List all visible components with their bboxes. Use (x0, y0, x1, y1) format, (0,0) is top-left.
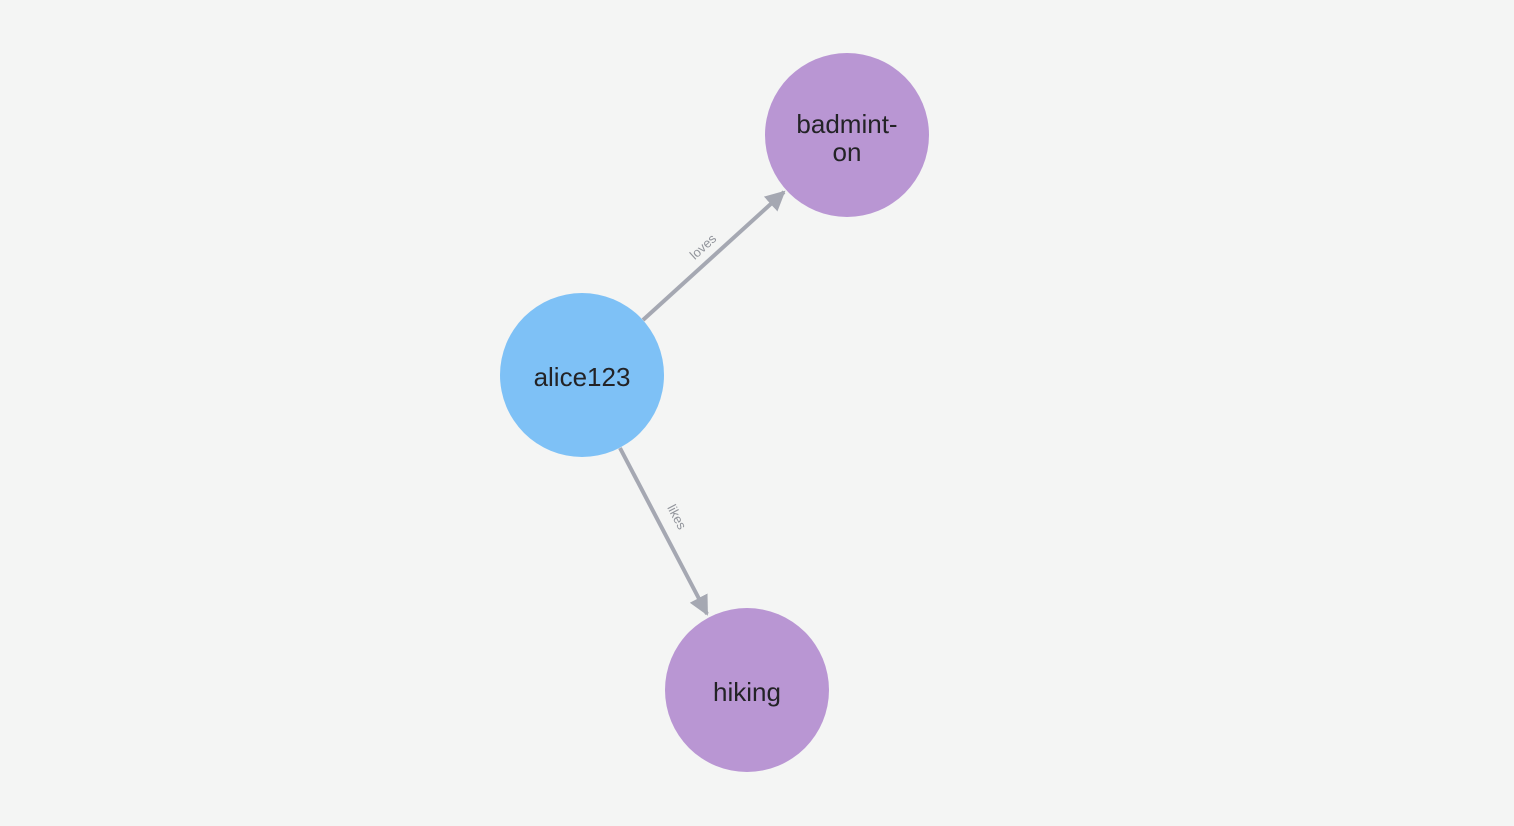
node-hiking[interactable]: hiking (665, 608, 829, 772)
edge-line-likes[interactable] (618, 447, 709, 616)
node-circle-alice123[interactable] (500, 293, 664, 457)
edge-label-likes: likes (664, 502, 690, 532)
node-circle-hiking[interactable] (665, 608, 829, 772)
node-badminton[interactable]: badmint- on (765, 53, 929, 217)
edge-label-loves: loves (687, 231, 720, 263)
node-circle-badminton[interactable] (765, 53, 929, 217)
node-alice123[interactable]: alice123 (500, 293, 664, 457)
edge-alice123-likes-hiking[interactable]: likes (618, 447, 709, 616)
edge-line-loves[interactable] (641, 190, 786, 322)
edge-alice123-loves-badminton[interactable]: loves (641, 190, 786, 322)
